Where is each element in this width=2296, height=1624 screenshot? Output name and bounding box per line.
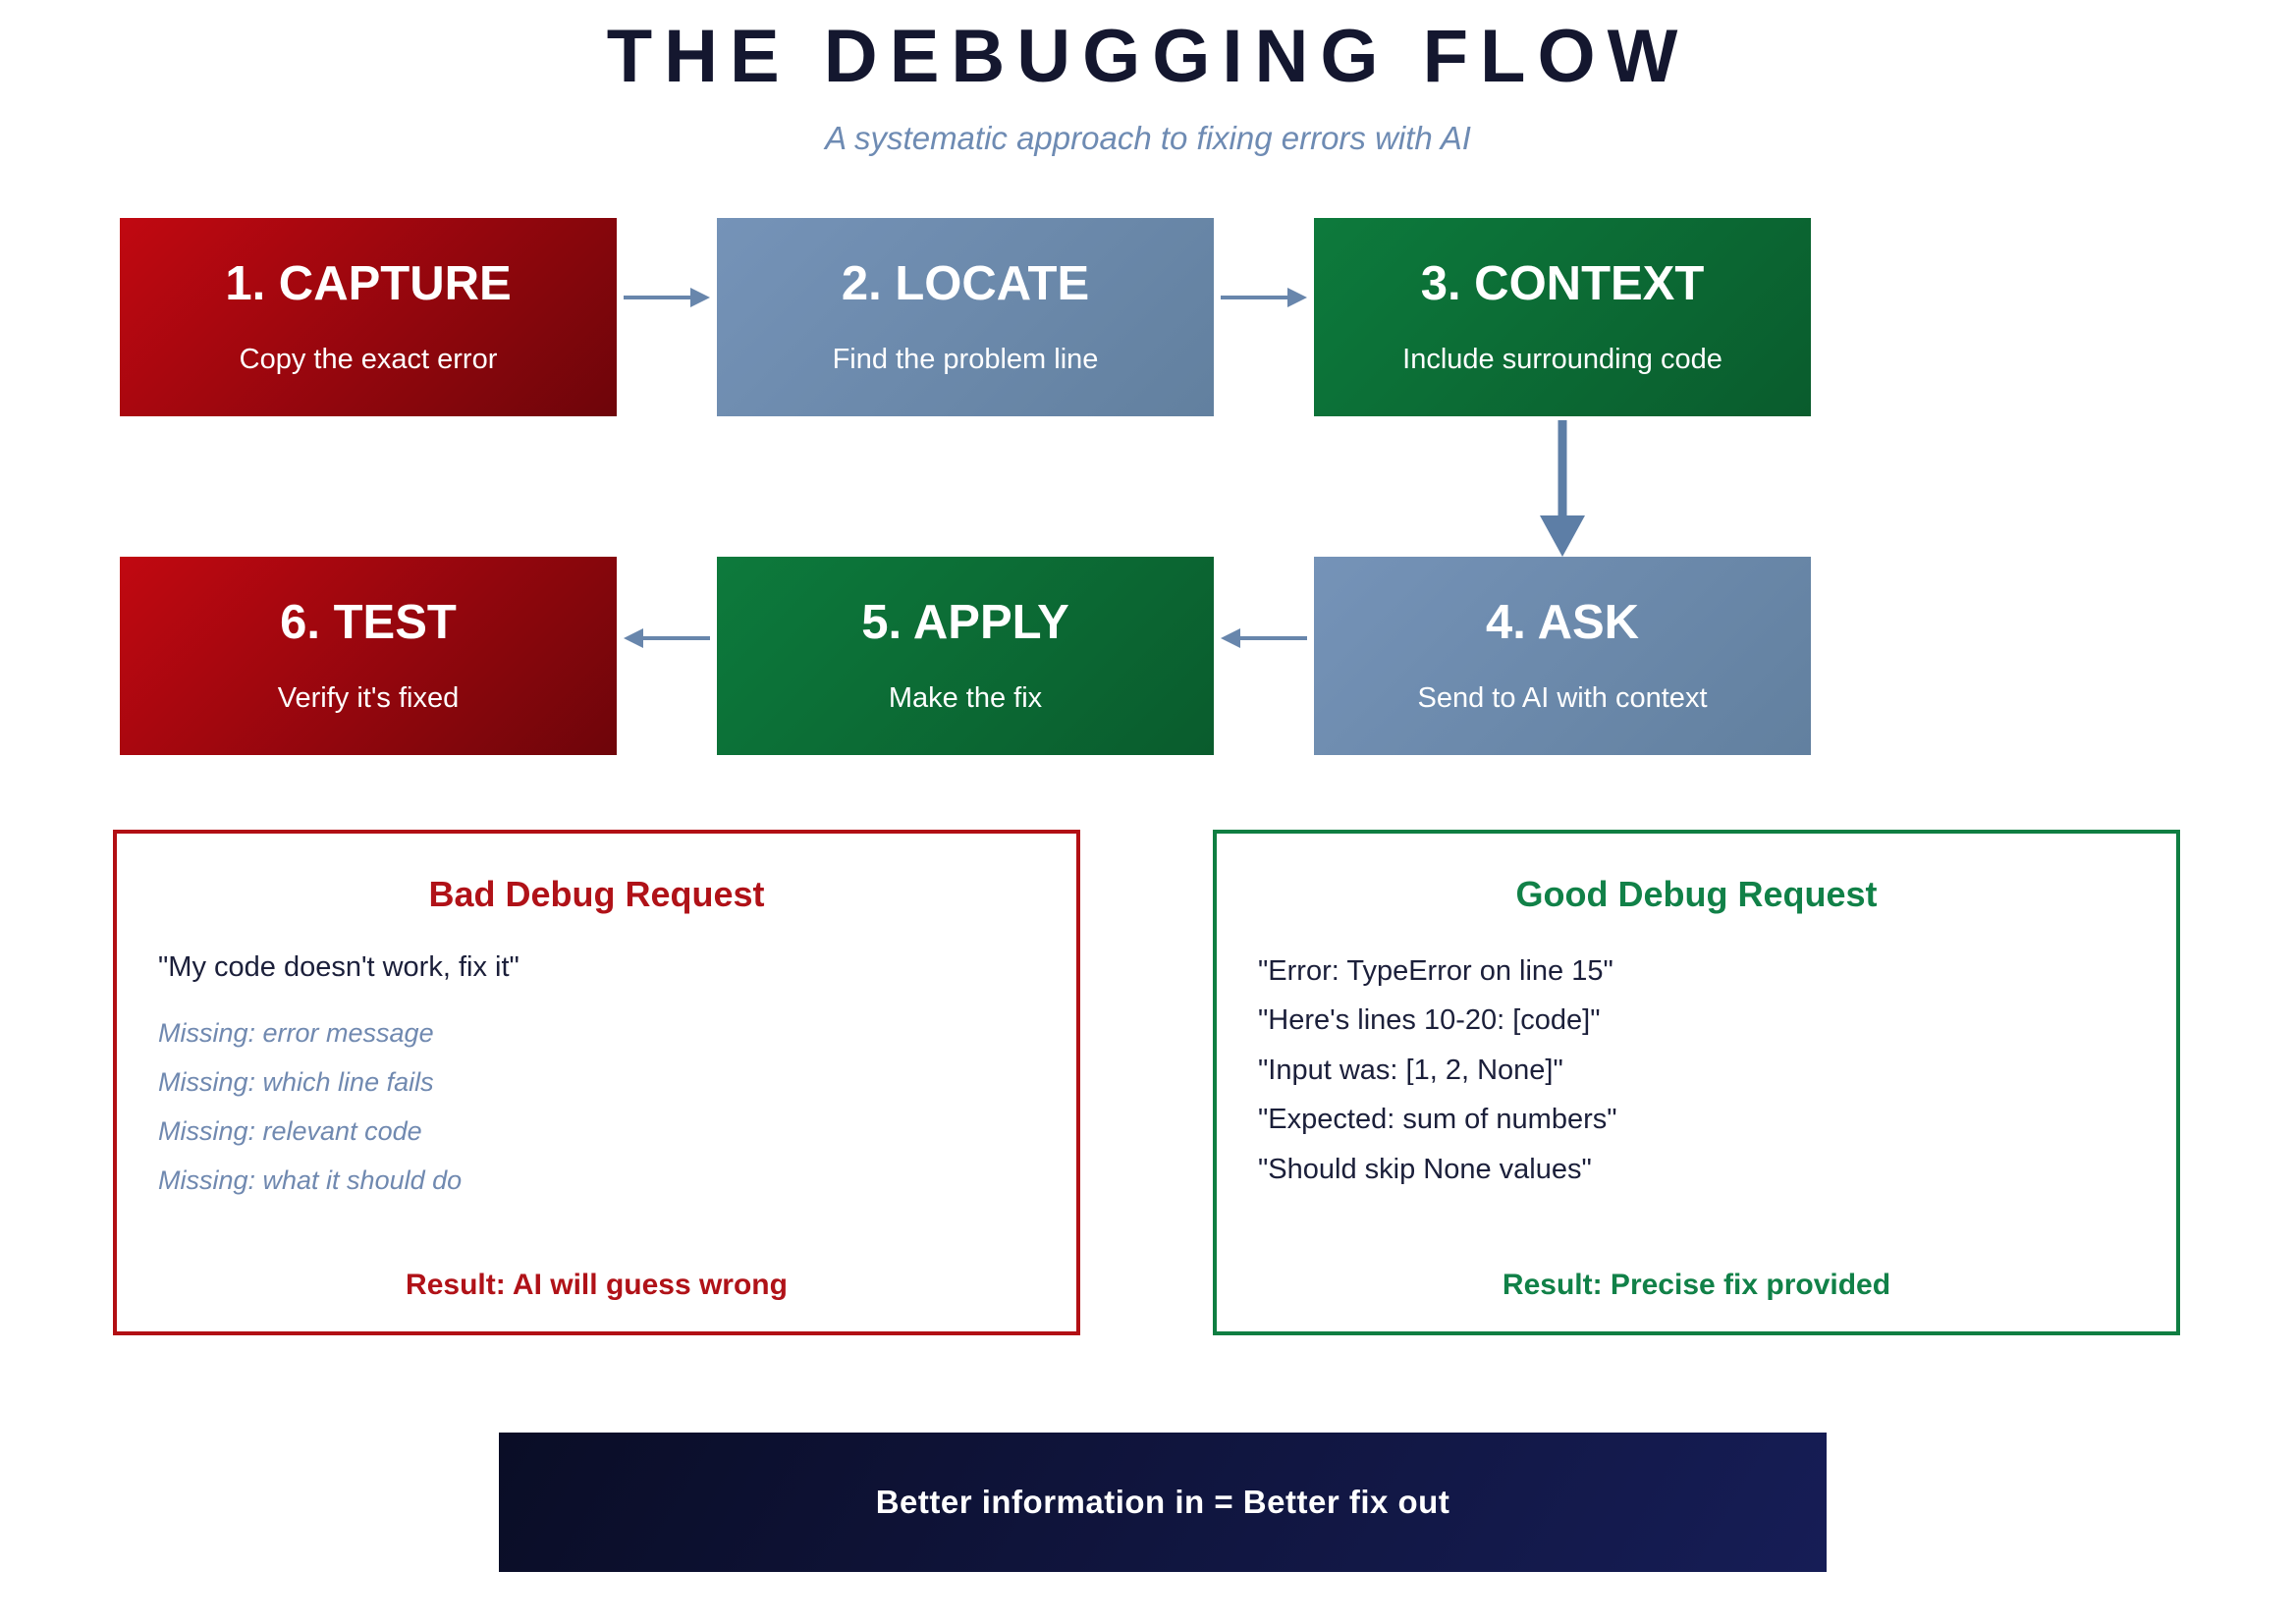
bad-missing-item: Missing: relevant code [158, 1116, 422, 1146]
step-apply: 5. APPLY Make the fix [717, 557, 1214, 755]
step-capture: 1. CAPTURE Copy the exact error [120, 218, 617, 416]
page-title: THE DEBUGGING FLOW [606, 15, 1690, 98]
step-context: 3. CONTEXT Include surrounding code [1314, 218, 1811, 416]
step-locate-subtitle: Find the problem line [832, 344, 1099, 375]
step-ask: 4. ASK Send to AI with context [1314, 557, 1811, 755]
good-line: "Expected: sum of numbers" [1258, 1104, 1617, 1135]
summary-banner-text: Better information in = Better fix out [875, 1484, 1450, 1520]
page-subtitle: A systematic approach to fixing errors w… [825, 120, 1471, 156]
arrow-left-icon [624, 628, 710, 648]
bad-debug-request-panel: Bad Debug Request "My code doesn't work,… [113, 830, 1080, 1335]
arrow-right-icon [624, 288, 710, 307]
bad-panel-title: Bad Debug Request [428, 874, 765, 914]
good-panel-title: Good Debug Request [1515, 874, 1878, 914]
step-locate-title: 2. LOCATE [841, 257, 1090, 310]
bad-quote: "My code doesn't work, fix it" [158, 951, 519, 983]
good-line: "Error: TypeError on line 15" [1258, 955, 1613, 987]
good-result: Result: Precise fix provided [1502, 1269, 1891, 1301]
step-locate: 2. LOCATE Find the problem line [717, 218, 1214, 416]
arrow-left-icon [1221, 628, 1307, 648]
step-apply-title: 5. APPLY [861, 596, 1069, 649]
step-context-subtitle: Include surrounding code [1402, 344, 1722, 375]
step-test-subtitle: Verify it's fixed [277, 682, 460, 714]
step-apply-subtitle: Make the fix [888, 682, 1043, 714]
bad-missing-item: Missing: which line fails [158, 1067, 434, 1097]
step-context-title: 3. CONTEXT [1420, 257, 1705, 310]
step-ask-title: 4. ASK [1485, 596, 1640, 649]
step-ask-subtitle: Send to AI with context [1417, 682, 1708, 714]
step-test: 6. TEST Verify it's fixed [120, 557, 617, 755]
step-test-title: 6. TEST [280, 596, 457, 649]
good-line: "Here's lines 10-20: [code]" [1258, 1004, 1601, 1036]
good-debug-request-panel: Good Debug Request "Error: TypeError on … [1213, 830, 2180, 1335]
good-line: "Should skip None values" [1258, 1154, 1592, 1185]
bad-missing-item: Missing: what it should do [158, 1165, 463, 1195]
summary-banner: Better information in = Better fix out [499, 1433, 1827, 1572]
step-capture-subtitle: Copy the exact error [239, 344, 498, 375]
arrow-right-icon [1221, 288, 1307, 307]
arrow-down-icon [1540, 420, 1585, 557]
bad-result: Result: AI will guess wrong [406, 1269, 788, 1301]
step-capture-title: 1. CAPTURE [225, 257, 512, 310]
good-line: "Input was: [1, 2, None]" [1258, 1055, 1563, 1086]
bad-missing-item: Missing: error message [158, 1018, 434, 1048]
